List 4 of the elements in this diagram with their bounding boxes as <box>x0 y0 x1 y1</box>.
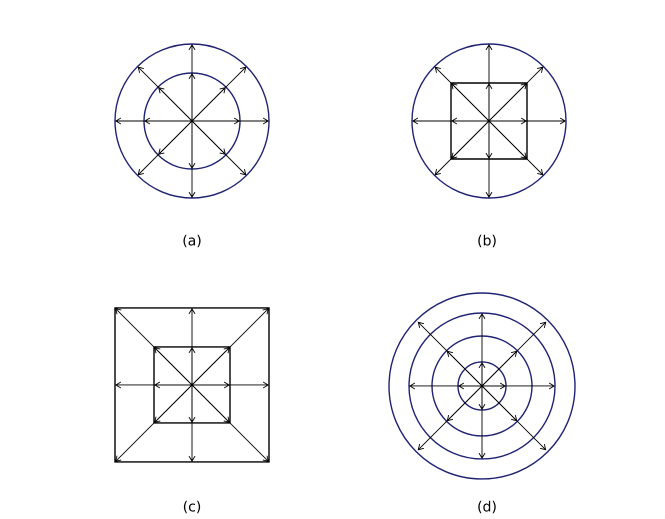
panel-label: (a) <box>183 234 201 248</box>
panel-label: (b) <box>478 234 496 248</box>
panel-label: (c) <box>184 500 200 514</box>
panel-label: (d) <box>478 500 496 514</box>
